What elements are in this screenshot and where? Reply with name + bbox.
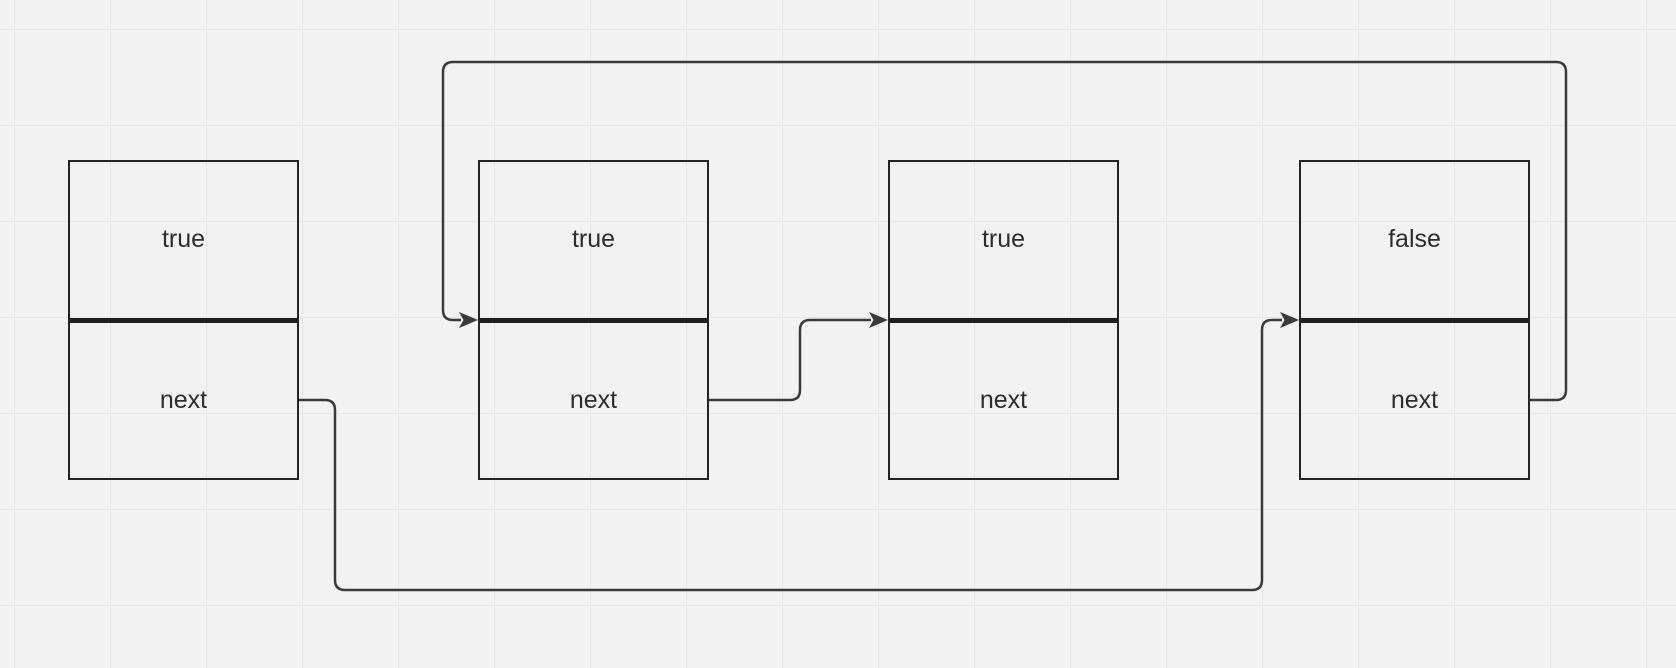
node-4-value-cell: false xyxy=(1388,225,1441,254)
list-node-4[interactable]: false next xyxy=(1299,160,1530,480)
node-4-next-cell: next xyxy=(1301,317,1528,479)
edge-node2-to-node3-line xyxy=(709,318,871,402)
edge-node2-to-node3-arrowhead xyxy=(869,312,888,328)
node-3-next-cell: next xyxy=(890,317,1117,479)
node-2-value-cell: true xyxy=(571,225,616,254)
edge-node4-to-node2-line xyxy=(441,60,1568,402)
edge-node4-to-node2-arrowhead xyxy=(459,312,478,328)
node-1-value-cell: true xyxy=(161,225,206,254)
edge-node1-to-node4-arrowhead xyxy=(1280,312,1299,328)
node-3-value-cell: true xyxy=(981,225,1026,254)
edge-node1-to-node4-line xyxy=(299,318,1282,592)
list-node-3[interactable]: true next xyxy=(888,160,1119,480)
edge-node2-to-node3[interactable] xyxy=(709,312,888,402)
node-1-next-cell: next xyxy=(70,317,297,479)
list-node-1[interactable]: true next xyxy=(68,160,299,480)
list-node-2[interactable]: true next xyxy=(478,160,709,480)
node-2-next-cell: next xyxy=(480,317,707,479)
